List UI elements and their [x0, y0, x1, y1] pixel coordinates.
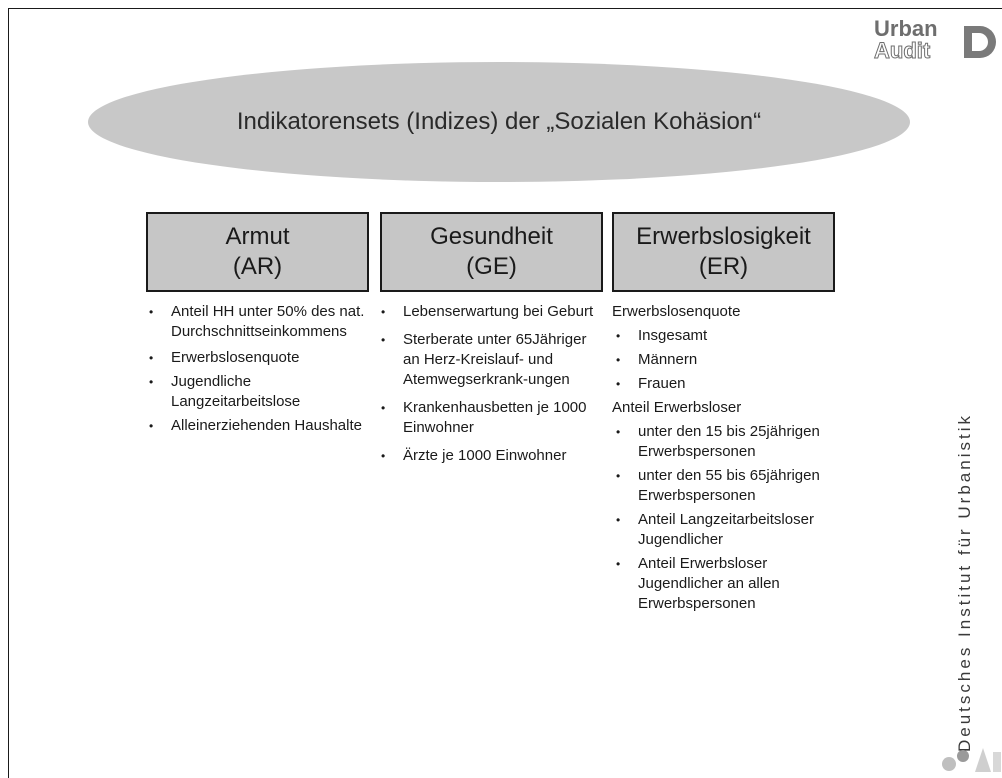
list-item: Männern: [612, 350, 842, 370]
list-item: Anteil Erwerbsloser Jugendlicher an alle…: [612, 554, 842, 614]
logo-text: Urban Audit: [874, 16, 938, 63]
armut-list: Anteil HH unter 50% des nat. Durchschnit…: [145, 302, 370, 440]
header-erwerbslosigkeit: Erwerbslosigkeit (ER): [612, 212, 835, 292]
urban-audit-logo: Urban Audit: [874, 18, 1002, 74]
header-armut: Armut (AR): [146, 212, 369, 292]
list-item: Sterberate unter 65Jähriger an Herz-Krei…: [377, 330, 602, 390]
list-item: unter den 55 bis 65jährigen Erwerbsperso…: [612, 466, 842, 506]
list-item: Anteil Langzeitarbeitsloser Jugendlicher: [612, 510, 842, 550]
list-heading: Erwerbslosenquote: [612, 303, 741, 320]
header-gesundheit: Gesundheit (GE): [380, 212, 603, 292]
list-item: Ärzte je 1000 Einwohner: [377, 446, 602, 466]
list-item: Anteil HH unter 50% des nat. Durchschnit…: [145, 302, 370, 342]
list-item: unter den 15 bis 25jährigen Erwerbsperso…: [612, 422, 842, 462]
logo-line-2: Audit: [874, 38, 931, 63]
header-erwerbslosigkeit-code: (ER): [698, 253, 749, 280]
list-item: Insgesamt: [612, 326, 842, 346]
list-heading: Anteil Erwerbsloser: [612, 399, 742, 416]
list-item: Lebenserwartung bei Geburt: [377, 302, 602, 322]
list-item: Jugendliche Langzeitarbeitslose: [145, 372, 370, 412]
gesundheit-list: Lebenserwartung bei Geburt Sterberate un…: [377, 302, 602, 470]
slide-frame: [8, 8, 1002, 778]
page-title: Indikatorensets (Indizes) der „Sozialen …: [236, 108, 762, 135]
list-item: Frauen: [612, 374, 842, 394]
logo-line-1: Urban: [874, 16, 938, 41]
header-armut-name: Armut: [225, 223, 290, 250]
header-erwerbslosigkeit-name: Erwerbslosigkeit: [636, 223, 811, 250]
list-item: Alleinerziehenden Haushalte: [145, 416, 370, 436]
header-armut-code: (AR): [232, 253, 283, 280]
list-item: Erwerbslosenquote: [145, 348, 370, 368]
difu-logo-icon: [942, 748, 1001, 772]
list-item: Krankenhausbetten je 1000 Einwohner: [377, 398, 602, 438]
institute-side-text: Deutsches Institut für Urbanistik: [955, 413, 974, 752]
header-gesundheit-name: Gesundheit: [430, 223, 553, 250]
header-gesundheit-code: (GE): [466, 253, 517, 280]
erwerbslosigkeit-list: Erwerbslosenquote Insgesamt Männern Frau…: [612, 302, 842, 618]
title-ellipse: [88, 62, 910, 182]
logo-d-icon: [964, 26, 996, 58]
